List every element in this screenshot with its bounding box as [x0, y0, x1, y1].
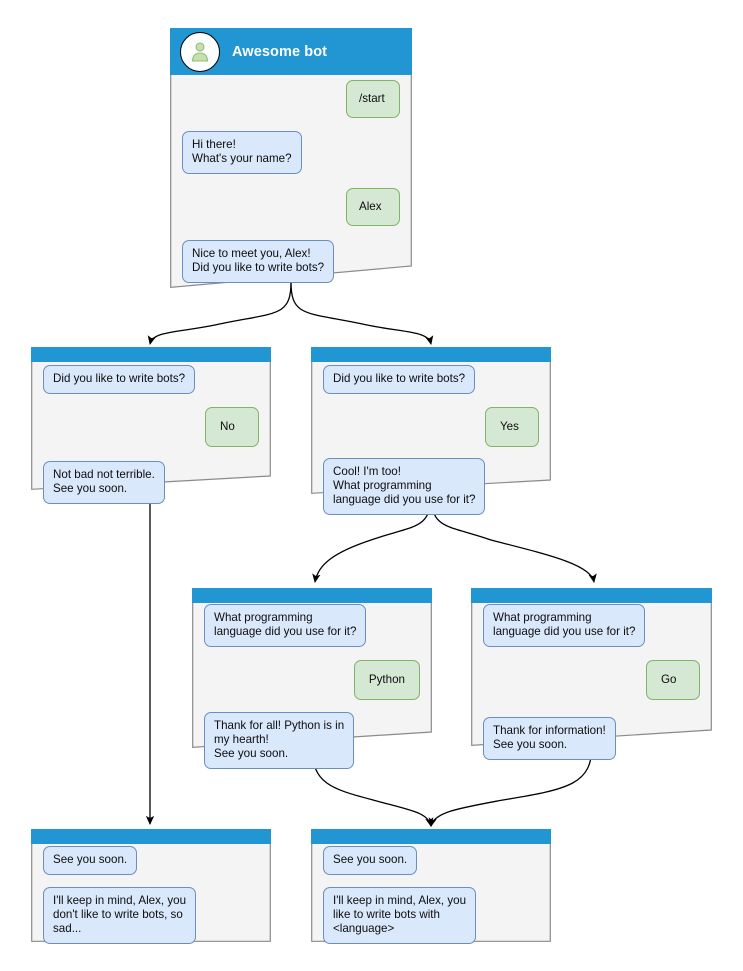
ending-happy-message-list: See you soon. I'll keep in mind, Alex, y… — [311, 846, 551, 944]
answer-python-card[interactable]: What programming language did you use fo… — [192, 588, 432, 769]
message-row: /start — [170, 80, 412, 118]
message-row: Nice to meet you, Alex! Did you like to … — [170, 240, 412, 283]
ending-happy-card[interactable]: See you soon. I'll keep in mind, Alex, y… — [311, 829, 551, 944]
card-header-bar — [471, 588, 712, 603]
message-row: Go — [471, 660, 712, 700]
chat-bubble-incoming[interactable]: Thank for all! Python is in my hearth! S… — [204, 712, 355, 769]
message-row: I'll keep in mind, Alex, you like to wri… — [311, 887, 551, 944]
chat-bubble-incoming[interactable]: Cool! I'm too! What programming language… — [323, 458, 486, 515]
edge-root-to-yes — [290, 281, 434, 346]
card-header-bar — [192, 588, 432, 603]
message-row: No — [31, 407, 271, 447]
root-message-list: /start Hi there! What's your name? Alex … — [170, 80, 412, 283]
no-message-list: Did you like to write bots? No Not bad n… — [31, 365, 271, 504]
chat-bubble-outgoing[interactable]: No — [205, 407, 259, 447]
chat-bubble-outgoing[interactable]: /start — [346, 80, 400, 118]
yes-message-list: Did you like to write bots? Yes Cool! I'… — [311, 365, 551, 515]
answer-yes-card[interactable]: Did you like to write bots? Yes Cool! I'… — [311, 347, 551, 515]
message-row: Cool! I'm too! What programming language… — [311, 458, 551, 515]
message-row: Yes — [311, 407, 551, 447]
bot-header-bar: Awesome bot — [170, 28, 412, 75]
python-message-list: What programming language did you use fo… — [192, 604, 432, 769]
chat-bubble-incoming[interactable]: Thank for information! See you soon. — [483, 717, 616, 760]
chat-bubble-outgoing[interactable]: Alex — [346, 188, 400, 226]
chat-bubble-incoming[interactable]: I'll keep in mind, Alex, you don't like … — [43, 887, 197, 944]
chat-bubble-incoming[interactable]: What programming language did you use fo… — [483, 604, 646, 647]
card-header-bar — [31, 829, 271, 844]
message-row: Alex — [170, 188, 412, 226]
chat-bubble-incoming[interactable]: Not bad not terrible. See you soon. — [43, 461, 165, 504]
chat-bubble-outgoing[interactable]: Go — [646, 660, 700, 700]
message-row: Did you like to write bots? — [31, 365, 271, 394]
message-row: I'll keep in mind, Alex, you don't like … — [31, 887, 271, 944]
card-header-bar — [31, 347, 271, 362]
answer-go-card[interactable]: What programming language did you use fo… — [471, 588, 712, 760]
ending-sad-card[interactable]: See you soon. I'll keep in mind, Alex, y… — [31, 829, 271, 944]
chat-bubble-incoming[interactable]: I'll keep in mind, Alex, you like to wri… — [323, 887, 477, 944]
card-header-bar — [311, 829, 551, 844]
chat-bubble-incoming[interactable]: Did you like to write bots? — [323, 365, 476, 394]
chat-bubble-incoming[interactable]: See you soon. — [323, 846, 418, 875]
message-row: What programming language did you use fo… — [192, 604, 432, 647]
chat-bubble-incoming[interactable]: Nice to meet you, Alex! Did you like to … — [182, 240, 335, 283]
message-row: Not bad not terrible. See you soon. — [31, 461, 271, 504]
message-row: What programming language did you use fo… — [471, 604, 712, 647]
ending-sad-message-list: See you soon. I'll keep in mind, Alex, y… — [31, 846, 271, 944]
message-row: Did you like to write bots? — [311, 365, 551, 394]
edge-root-to-no — [147, 281, 292, 346]
answer-no-card[interactable]: Did you like to write bots? No Not bad n… — [31, 347, 271, 504]
message-row: See you soon. — [311, 846, 551, 875]
chat-bubble-incoming[interactable]: See you soon. — [43, 846, 138, 875]
message-row: Python — [192, 660, 432, 700]
chat-bubble-incoming[interactable]: Hi there! What's your name? — [182, 131, 302, 174]
chat-bubble-incoming[interactable]: Did you like to write bots? — [43, 365, 196, 394]
chat-bubble-outgoing[interactable]: Yes — [485, 407, 539, 447]
awesome-bot-root-card[interactable]: Awesome bot /start Hi there! What's your… — [170, 28, 412, 288]
message-row: See you soon. — [31, 846, 271, 875]
message-row: Thank for all! Python is in my hearth! S… — [192, 712, 432, 769]
chat-bubble-incoming[interactable]: What programming language did you use fo… — [204, 604, 367, 647]
bot-title: Awesome bot — [232, 43, 328, 60]
chat-bubble-outgoing[interactable]: Python — [353, 660, 420, 700]
person-avatar-icon — [180, 31, 220, 72]
message-row: Thank for information! See you soon. — [471, 717, 712, 760]
message-row: Hi there! What's your name? — [170, 131, 412, 174]
go-message-list: What programming language did you use fo… — [471, 604, 712, 760]
card-header-bar — [311, 347, 551, 362]
